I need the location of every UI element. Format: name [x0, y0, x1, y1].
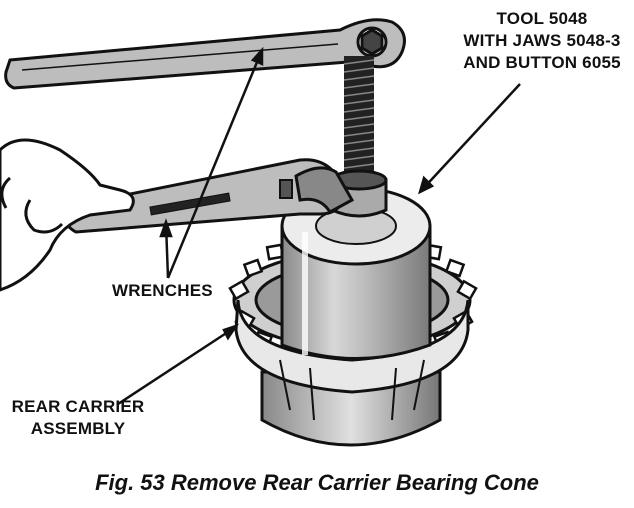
tool-label-line-2: WITH JAWS 5048-3 [463, 31, 621, 50]
leader-lines [117, 46, 521, 406]
wrenches-label: WRENCHES [112, 281, 213, 300]
tool-label-line-1: TOOL 5048 [496, 9, 588, 28]
figure-caption: Fig. 53 Remove Rear Carrier Bearing Cone [95, 470, 539, 495]
rear-carrier-label: REAR CARRIER ASSEMBLY [8, 396, 148, 440]
tool-label-line-3: AND BUTTON 6055 [463, 53, 621, 72]
hand [0, 138, 135, 292]
upper-wrench [4, 18, 406, 90]
rear-carrier-label-line-2: ASSEMBLY [30, 419, 126, 438]
adjustable-wrench [64, 158, 355, 234]
rear-carrier-label-line-1: REAR CARRIER [11, 397, 145, 416]
tool-label: TOOL 5048 WITH JAWS 5048-3 AND BUTTON 60… [452, 8, 632, 74]
threaded-rod [343, 56, 375, 186]
